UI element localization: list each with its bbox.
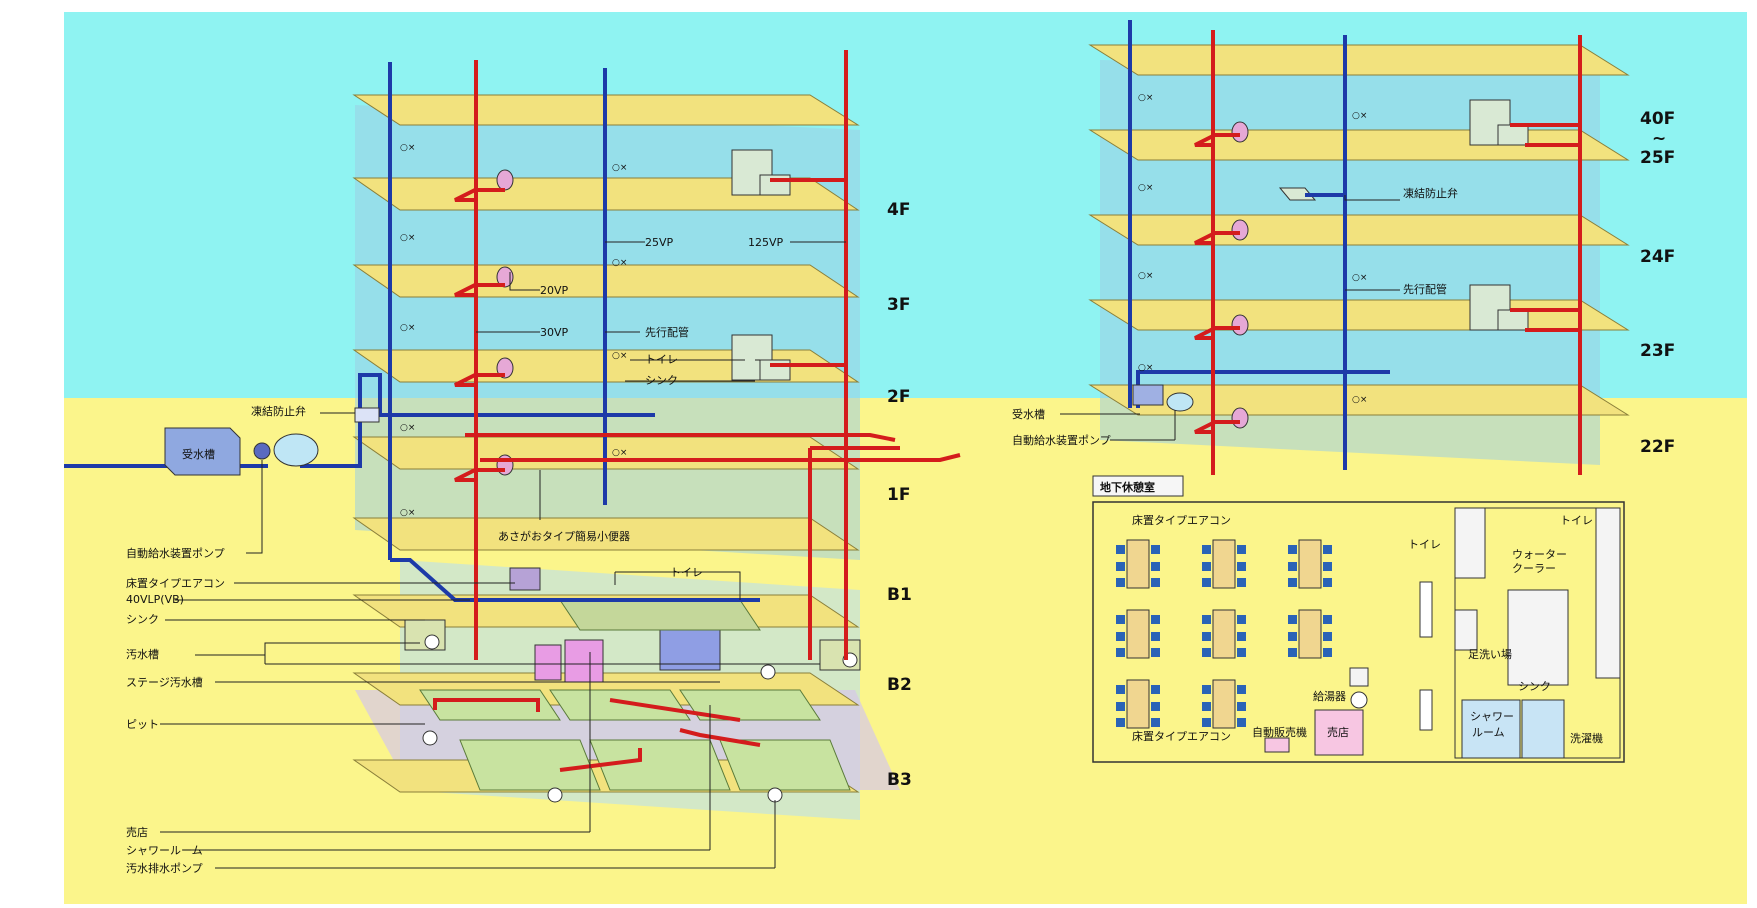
plan-label-toilet-right: トイレ (1560, 514, 1593, 527)
label-shower-room: シャワールーム (126, 844, 203, 857)
floor-labels-left: 4F 3F 2F 1F B1 B2 B3 (887, 200, 912, 790)
label-pit: ピット (126, 718, 159, 731)
svg-text:○×: ○× (400, 143, 415, 153)
label-shop: 売店 (126, 825, 148, 839)
plan-label-washer: 洗濯機 (1570, 731, 1603, 745)
pump-left (253, 442, 271, 460)
plan-vending-machine (1264, 737, 1290, 753)
plan-title-box (1092, 475, 1184, 497)
svg-text:○×: ○× (1352, 111, 1367, 121)
label-40vlp: 40VLP(VB) (126, 593, 184, 606)
label-25vp: 25VP (645, 236, 674, 249)
floor-b3: B3 (887, 770, 912, 790)
plan-label-shower-1: シャワー (1470, 710, 1514, 723)
plan-label-water-heater: 給湯器 (1313, 689, 1346, 703)
svg-text:○×: ○× (400, 508, 415, 518)
label-pump: 自動給水装置ポンプ (126, 546, 225, 560)
svg-text:○×: ○× (612, 258, 627, 268)
svg-text:○×: ○× (1352, 273, 1367, 283)
right-building: ○× ○× ○× ○× ○× ○× ○× (1088, 20, 1630, 475)
floor-b2: B2 (887, 675, 912, 695)
plan-label-toilet-left: トイレ (1408, 538, 1441, 551)
label-floor-ac: 床置タイプエアコン (126, 576, 225, 590)
supply-pipes (64, 62, 760, 602)
plan-shop-box (1314, 709, 1364, 756)
water-tank-left-label: 受水槽 (182, 448, 215, 461)
plan-label-foot-wash: 足洗い場 (1468, 648, 1512, 661)
pressure-tank-left (273, 433, 319, 467)
label-advance-pipe: 先行配管 (645, 325, 689, 339)
plan-label-water-cooler-1: ウォーター (1512, 548, 1567, 561)
basement-lounge-plan: 地下休憩室 (1092, 475, 1625, 763)
plan-shower-box-2 (1521, 699, 1565, 759)
leader-lines-right (1060, 195, 1400, 441)
label-30vp: 30VP (540, 326, 569, 339)
svg-text:○×: ○× (612, 351, 627, 361)
plan-label-sink: シンク (1518, 680, 1551, 693)
plan-label-vending: 自動販売機 (1252, 725, 1307, 739)
label-freeze-valve-right: 凍結防止弁 (1403, 186, 1458, 200)
floor-25f: 25F (1640, 148, 1675, 168)
pit-tanks (419, 689, 851, 791)
svg-text:○×: ○× (1138, 183, 1153, 193)
svg-text:○×: ○× (1352, 395, 1367, 405)
drain-pipes (433, 50, 961, 772)
label-sink-2: シンク (645, 374, 678, 387)
label-125vp: 125VP (748, 236, 784, 249)
left-building: ○× ○× ○× ○× ○× ○× ○× ○× ○× 受水槽 (64, 50, 961, 820)
freeze-valve-left (354, 407, 380, 423)
label-urinal: あさがおタイプ簡易小便器 (498, 529, 630, 543)
floor-1f: 1F (887, 485, 910, 505)
label-pump-right: 自動給水装置ポンプ (1012, 433, 1111, 447)
floor-40f: 40F (1640, 109, 1675, 129)
label-advance-pipe-right: 先行配管 (1403, 282, 1447, 296)
label-freeze-valve: 凍結防止弁 (251, 404, 306, 418)
floor-2f: 2F (887, 387, 910, 407)
label-toilet: トイレ (645, 353, 678, 366)
label-sewage-pump: 汚水排水ポンプ (126, 861, 203, 875)
plan-title: 地下休憩室 (1100, 480, 1155, 494)
svg-text:○×: ○× (400, 233, 415, 243)
plan-label-water-cooler-2: クーラー (1512, 562, 1556, 575)
label-sink: シンク (126, 613, 159, 626)
svg-text:○×: ○× (1138, 363, 1153, 373)
floor-4f: 4F (887, 200, 910, 220)
svg-text:○×: ○× (400, 423, 415, 433)
callouts-right: 凍結防止弁 先行配管 受水槽 自動給水装置ポンプ (1012, 186, 1458, 447)
slab-ground (352, 517, 860, 551)
floor-3f: 3F (887, 295, 910, 315)
basement-equipment (404, 567, 861, 803)
floor-tilde: ~ (1652, 129, 1666, 149)
label-stage-sewage-tank: ステージ汚水槽 (126, 676, 203, 689)
floor-24f: 24F (1640, 247, 1675, 267)
label-20vp: 20VP (540, 284, 569, 297)
floor-23f: 23F (1640, 341, 1675, 361)
label-b1-toilet: トイレ (670, 566, 703, 579)
water-tank-left (164, 427, 241, 476)
valve-markers: ○× ○× ○× ○× ○× ○× ○× ○× ○× (400, 143, 627, 518)
plan-shower-box (1461, 699, 1521, 759)
plan-label-shower-2: ルーム (1472, 726, 1505, 739)
svg-text:○×: ○× (612, 163, 627, 173)
svg-text:○×: ○× (1138, 93, 1153, 103)
floor-labels-right: 40F ~ 25F 24F 23F 22F (1640, 109, 1675, 457)
plan-label-floor-ac-top: 床置タイプエアコン (1132, 513, 1231, 527)
callouts-left: 凍結防止弁 自動給水装置ポンプ 床置タイプエアコン 40VLP(VB) シンク … (126, 236, 784, 875)
label-water-tank-right: 受水槽 (1012, 408, 1045, 421)
label-sewage-tank: 汚水槽 (126, 648, 159, 661)
leader-lines-left (160, 241, 846, 869)
svg-text:○×: ○× (400, 323, 415, 333)
plan-label-floor-ac-bottom: 床置タイプエアコン (1132, 729, 1231, 743)
svg-text:○×: ○× (1138, 271, 1153, 281)
floor-b1: B1 (887, 585, 912, 605)
floor-22f: 22F (1640, 437, 1675, 457)
plan-label-shop: 売店 (1327, 725, 1349, 739)
svg-text:○×: ○× (612, 448, 627, 458)
